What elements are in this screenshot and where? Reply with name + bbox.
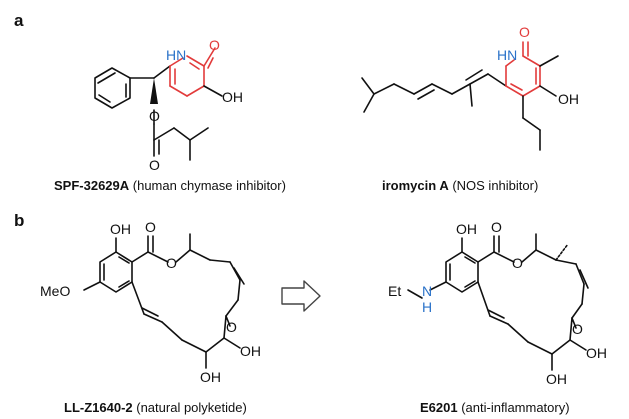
atom-o: O (166, 255, 177, 271)
atom-et: Et (388, 283, 401, 299)
atom-oh: OH (110, 221, 131, 237)
atom-o: O (149, 157, 160, 173)
caption-spf-name: SPF-32629A (54, 178, 130, 193)
atom-hn: HN (497, 47, 517, 63)
structure-spf-32629a: O HN OH O O (94, 37, 243, 173)
atom-h: H (422, 299, 432, 315)
structure-e6201: OH O O O OH OH Et N H (388, 219, 607, 387)
transformation-arrow (281, 280, 321, 312)
atom-o: O (491, 219, 502, 235)
caption-e6201: E6201 (anti-inflammatory) (420, 400, 570, 415)
caption-spf-32629a: SPF-32629A (human chymase inhibitor) (54, 178, 286, 193)
panel-label-b: b (14, 211, 24, 230)
atom-oh: OH (222, 89, 243, 105)
structure-iromycin-a: O HN OH (361, 24, 579, 151)
structure-ll-z1640-2: OH O O O OH OH MeO (40, 219, 261, 385)
atom-o: O (209, 37, 220, 53)
atom-n: N (422, 283, 432, 299)
caption-e62-desc: (anti-inflammatory) (457, 400, 570, 415)
atom-oh: OH (456, 221, 477, 237)
caption-e62-name: E6201 (420, 400, 458, 415)
atom-o: O (512, 255, 523, 271)
caption-llz-desc: (natural polyketide) (132, 400, 247, 415)
caption-ll-z1640-2: LL-Z1640-2 (natural polyketide) (64, 400, 247, 415)
atom-o: O (519, 24, 530, 40)
caption-iro-name: iromycin A (382, 178, 449, 193)
atom-o: O (572, 321, 583, 337)
panel-label-a: a (14, 11, 24, 30)
atom-meo: MeO (40, 283, 70, 299)
atom-oh: OH (546, 371, 567, 387)
atom-o: O (149, 108, 160, 124)
atom-hn: HN (166, 47, 186, 63)
atom-oh: OH (558, 91, 579, 107)
atom-o: O (145, 219, 156, 235)
caption-iromycin-a: iromycin A (NOS inhibitor) (382, 178, 538, 193)
atom-oh: OH (586, 345, 607, 361)
atom-o: O (226, 319, 237, 335)
atom-oh: OH (240, 343, 261, 359)
caption-iro-desc: (NOS inhibitor) (448, 178, 539, 193)
caption-llz-name: LL-Z1640-2 (64, 400, 133, 415)
caption-spf-desc: (human chymase inhibitor) (129, 178, 286, 193)
atom-oh: OH (200, 369, 221, 385)
